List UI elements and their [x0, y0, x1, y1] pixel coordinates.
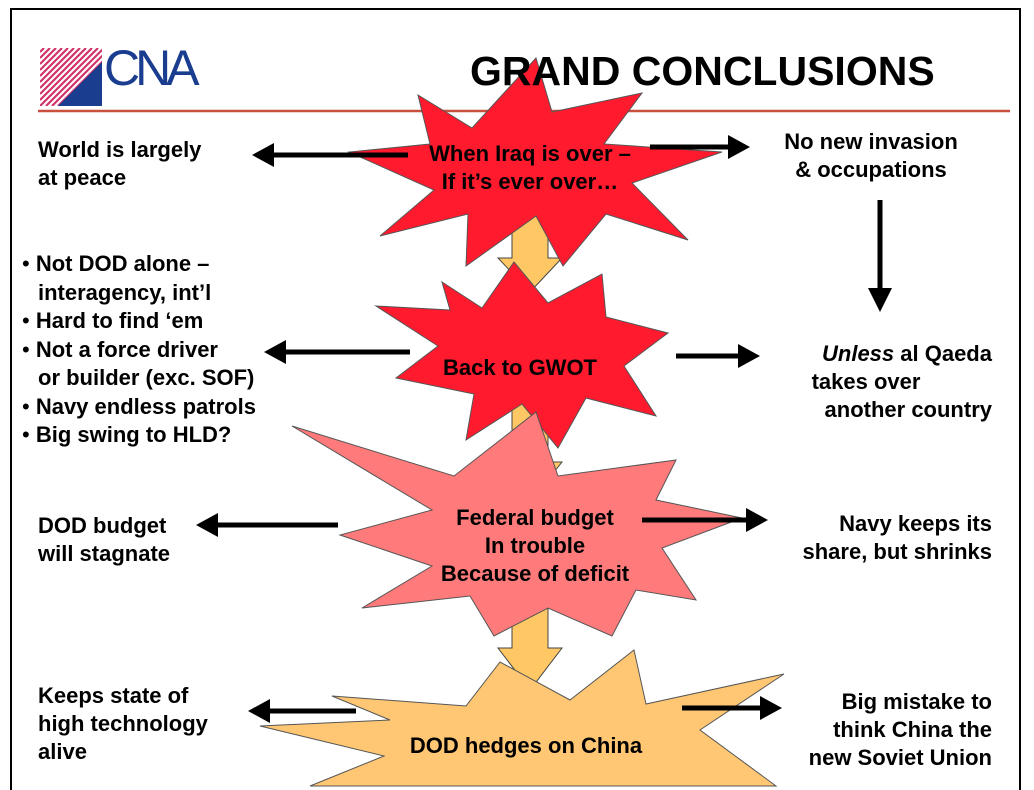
bullet-continuation: or builder (exc. SOF) — [38, 365, 255, 390]
right-note-4: Big mistake to think China the new Sovie… — [740, 688, 992, 772]
star-stage-2 — [374, 261, 670, 449]
left-note-4-line-3: alive — [38, 739, 87, 764]
stage-3-line-2: In trouble — [484, 533, 586, 558]
bullet-item: • Not a force driver — [22, 336, 218, 362]
star-stage-3 — [291, 411, 744, 637]
logo-text: CNA — [104, 40, 200, 96]
right-note-2: Unless al Qaeda takes over another count… — [740, 340, 992, 424]
stage-1-line-1: When Iraq is over – — [429, 141, 631, 166]
right-note-2-line-2: takes over — [811, 369, 921, 394]
page-title: GRAND CONCLUSIONS — [470, 48, 935, 94]
right-note-4-line-3: new Soviet Union — [808, 745, 992, 770]
stage-4-label: DOD hedges on China — [409, 733, 643, 758]
left-note-4: Keeps state of high technology alive — [38, 682, 208, 766]
stage-3-label: Federal budget In trouble Because of def… — [380, 504, 690, 588]
left-note-4-line-2: high technology — [38, 711, 208, 736]
stage-3-line-3: Because of deficit — [440, 561, 630, 586]
right-note-3-line-1: Navy keeps its — [839, 511, 992, 536]
bullet-glyph: • — [22, 422, 30, 447]
bullet-item: • Navy endless patrols — [22, 393, 256, 419]
star-stage-1 — [347, 57, 723, 267]
bullet-continuation: interagency, int’l — [38, 279, 212, 305]
right-note-1-line-1: No new invasion — [784, 129, 958, 154]
stage-1-line-2: If it’s ever over… — [441, 169, 619, 194]
left-note-3-line-1: DOD budget — [38, 513, 167, 538]
left-note-1: World is largely at peace — [38, 136, 201, 192]
left-note-1-line-2: at peace — [38, 165, 127, 190]
bullet-glyph: • — [22, 393, 30, 419]
stage-3-line-1: Federal budget — [456, 505, 614, 530]
right-note-2-line-3: another country — [824, 397, 992, 422]
bullet-glyph: • — [22, 336, 30, 362]
right-note-2-emphasis: Unless — [822, 341, 895, 366]
slide-frame — [10, 8, 1021, 790]
stage-2-label: Back to GWOT — [442, 355, 597, 380]
right-note-3-line-2: share, but shrinks — [802, 539, 992, 564]
bullet-item: • Hard to find ‘em — [22, 308, 204, 333]
right-note-2-line-1: Unless al Qaeda — [822, 341, 992, 366]
right-note-4-line-1: Big mistake to — [841, 689, 992, 714]
left-note-3-line-2: will stagnate — [38, 541, 171, 566]
left-note-1-line-1: World is largely — [38, 137, 202, 162]
star-stage-4 — [259, 649, 785, 787]
right-note-3: Navy keeps its share, but shrinks — [720, 510, 992, 566]
right-note-4-line-2: think China the — [833, 717, 992, 742]
bullet-item: • Not DOD alone – — [22, 251, 210, 276]
left-note-4-line-1: Keeps state of — [38, 683, 189, 708]
right-note-1-line-2: & occupations — [795, 157, 947, 182]
left-bullet-list: • Not DOD alone – interagency, int’l • H… — [22, 250, 256, 450]
bullet-item: • Big swing to HLD? — [22, 422, 232, 447]
bullet-glyph: • — [22, 251, 30, 276]
logo-stripes — [40, 48, 102, 106]
stage-1-label: When Iraq is over – If it’s ever over… — [400, 140, 660, 196]
right-note-1: No new invasion & occupations — [746, 128, 996, 184]
left-note-3: DOD budget will stagnate — [38, 512, 170, 568]
bullet-glyph: • — [22, 308, 30, 333]
